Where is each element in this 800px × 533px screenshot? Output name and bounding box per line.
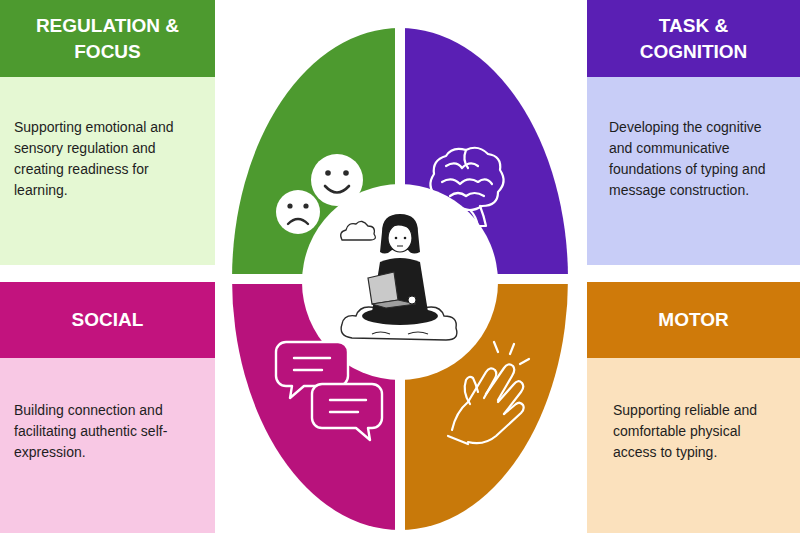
- brain-icon: [430, 148, 503, 226]
- small-cloud: [341, 221, 376, 240]
- panel-body: Supporting reliable and comfortable phys…: [587, 358, 800, 533]
- panel-body: Supporting emotional and sensory regulat…: [0, 77, 215, 265]
- panel-heading: REGULATION & FOCUS: [25, 13, 190, 63]
- panel-header: MOTOR: [587, 282, 800, 358]
- panel-header: TASK & COGNITION: [587, 0, 800, 77]
- panel-description: Supporting emotional and sensory regulat…: [14, 117, 203, 201]
- faces-icon: [276, 154, 363, 234]
- panel-description: Developing the cognitive and communicati…: [609, 117, 788, 201]
- panel-body: Developing the cognitive and communicati…: [587, 77, 800, 265]
- category-panel: REGULATION & FOCUS Supporting emotional a…: [0, 0, 215, 265]
- panel-heading: TASK & COGNITION: [611, 13, 776, 63]
- speech-bubbles-icon: [276, 342, 382, 440]
- panel-description: Building connection and facilitating aut…: [14, 400, 203, 463]
- panel-body: Building connection and facilitating aut…: [0, 358, 215, 533]
- panel-heading: MOTOR: [658, 307, 728, 332]
- panel-header: SOCIAL: [0, 282, 215, 358]
- panel-description: Supporting reliable and comfortable phys…: [613, 400, 788, 463]
- category-panel: SOCIAL Building connection and facilitati…: [0, 282, 215, 533]
- category-panel: MOTOR Supporting reliable and comfortable…: [587, 282, 800, 533]
- person-on-cloud: [341, 214, 457, 340]
- panel-header: REGULATION & FOCUS: [0, 0, 215, 77]
- category-panel: TASK & COGNITION Developing the cognitive…: [587, 0, 800, 265]
- panel-heading: SOCIAL: [72, 307, 144, 332]
- hand-icon: [448, 342, 529, 444]
